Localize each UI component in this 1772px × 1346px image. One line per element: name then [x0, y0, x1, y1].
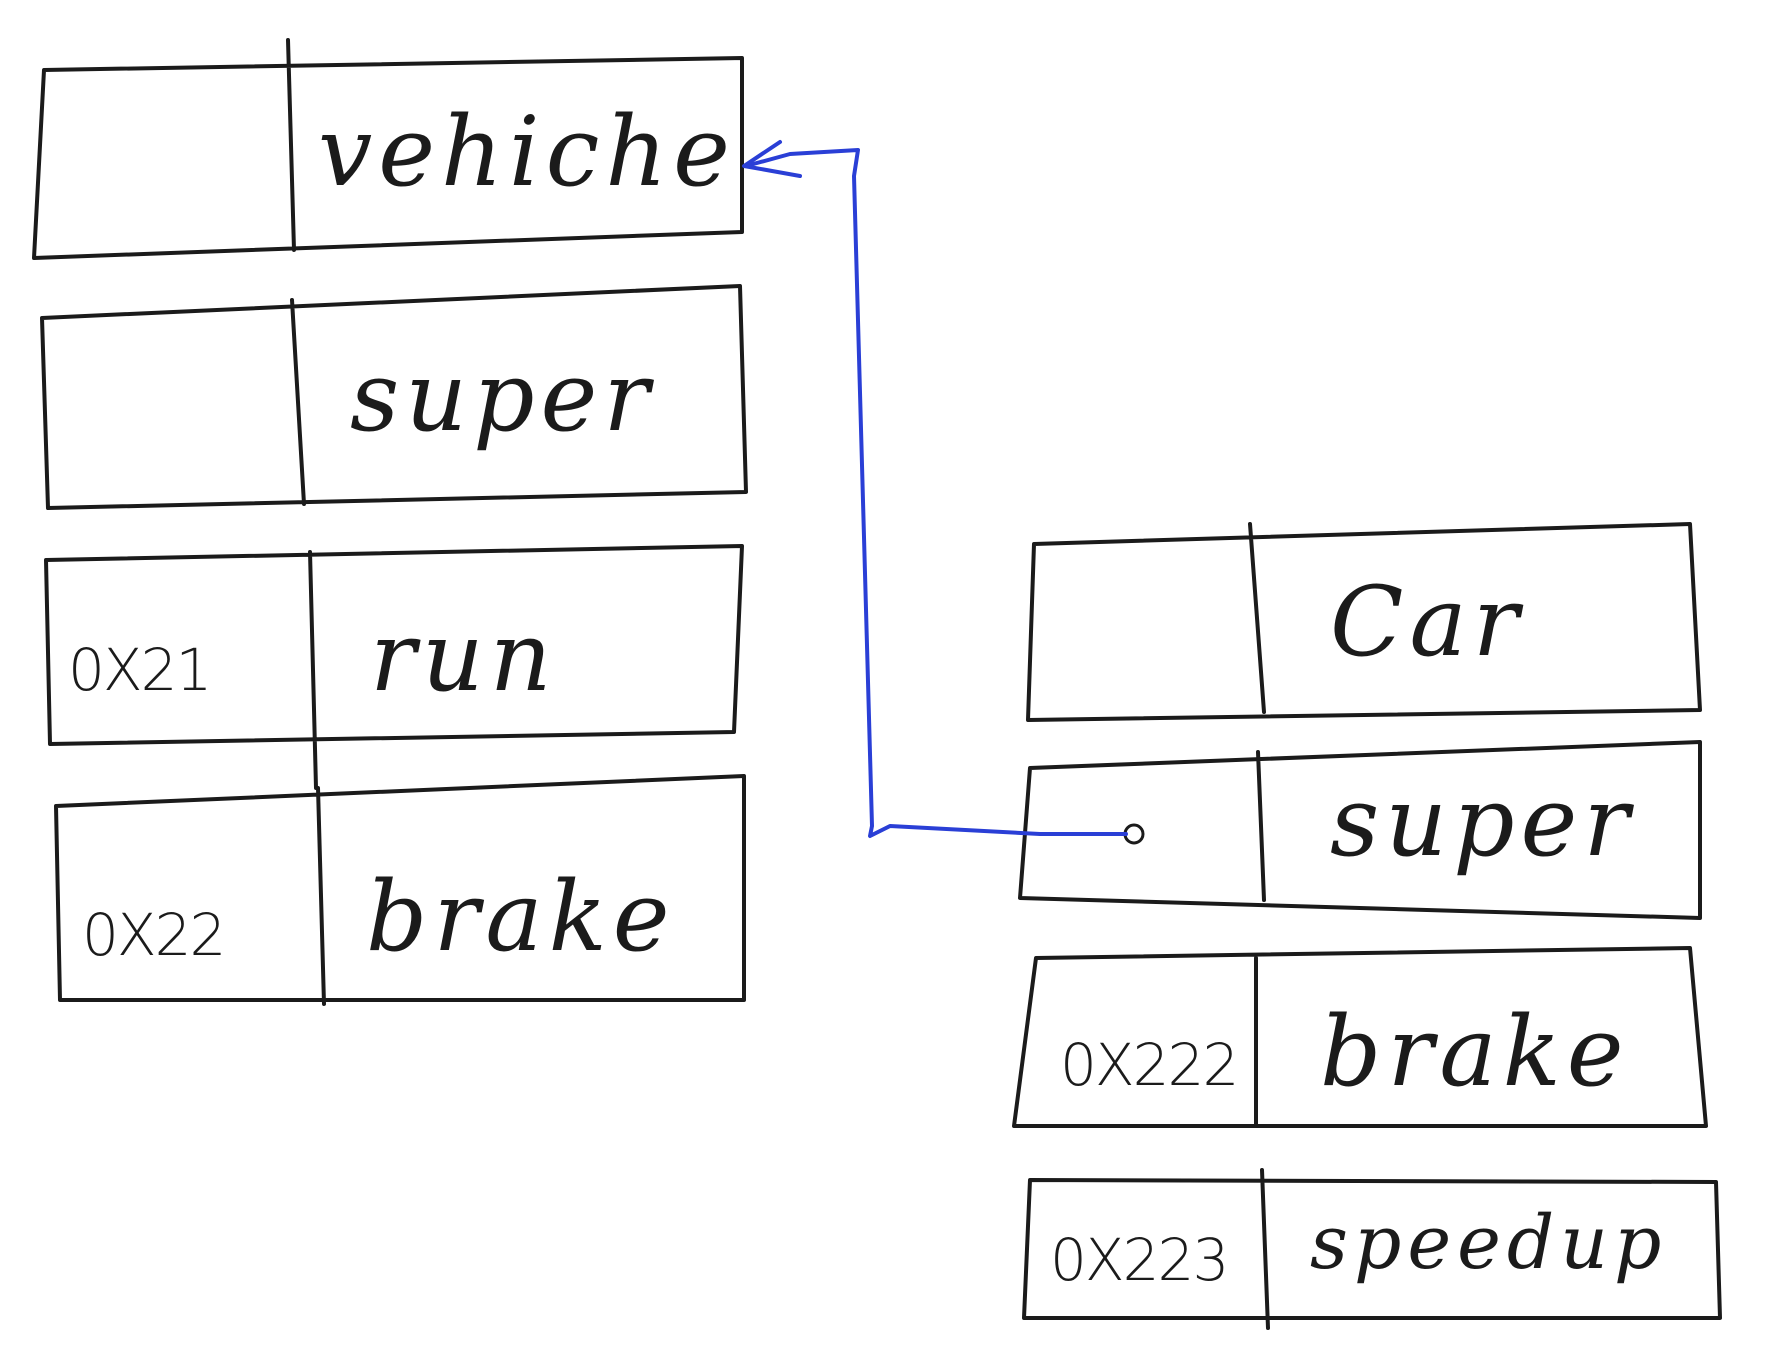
right-row-speedup: 0X223 speedup — [1022, 1168, 1722, 1330]
left-row-run: 0X21 run — [44, 544, 744, 790]
super-pointer-arrowhead — [742, 140, 802, 178]
left-row-brake-label: brake — [366, 861, 676, 973]
right-row-super-box — [1018, 740, 1702, 920]
left-row-run-addr: 0X21 — [68, 636, 210, 704]
left-row-super-label: super — [350, 341, 655, 453]
super-pointer-link — [742, 140, 1145, 845]
left-row-brake: 0X22 brake — [54, 774, 746, 1006]
left-row-super: super — [40, 284, 748, 510]
right-row-brake-label: brake — [1320, 996, 1630, 1108]
left-row-super-box — [40, 284, 748, 510]
left-row-vehiche-box — [32, 38, 744, 260]
right-row-super: super — [1018, 740, 1702, 920]
left-row-run-box — [44, 544, 744, 790]
right-row-brake: 0X222 brake — [1012, 946, 1708, 1128]
right-row-car-box — [1026, 522, 1702, 722]
right-row-brake-box — [1012, 946, 1708, 1128]
right-row-brake-addr: 0X222 — [1060, 1031, 1237, 1099]
right-row-car: Car — [1026, 522, 1702, 722]
left-table: vehiche super 0X21 run 0X22 brake — [32, 38, 748, 1006]
left-row-vehiche-label: vehiche — [318, 96, 736, 208]
left-row-run-label: run — [370, 601, 558, 713]
left-row-brake-box — [54, 774, 746, 1006]
left-row-vehiche: vehiche — [32, 38, 744, 260]
right-table: Car super 0X222 brake 0X223 speedup — [1012, 522, 1722, 1330]
right-row-speedup-box — [1022, 1168, 1722, 1330]
right-row-speedup-addr: 0X223 — [1050, 1226, 1227, 1294]
super-pointer-line — [744, 148, 1128, 838]
right-row-super-label: super — [1330, 766, 1635, 878]
right-row-speedup-label: speedup — [1310, 1200, 1667, 1286]
right-row-car-label: Car — [1330, 566, 1525, 678]
left-row-brake-addr: 0X22 — [82, 901, 224, 969]
